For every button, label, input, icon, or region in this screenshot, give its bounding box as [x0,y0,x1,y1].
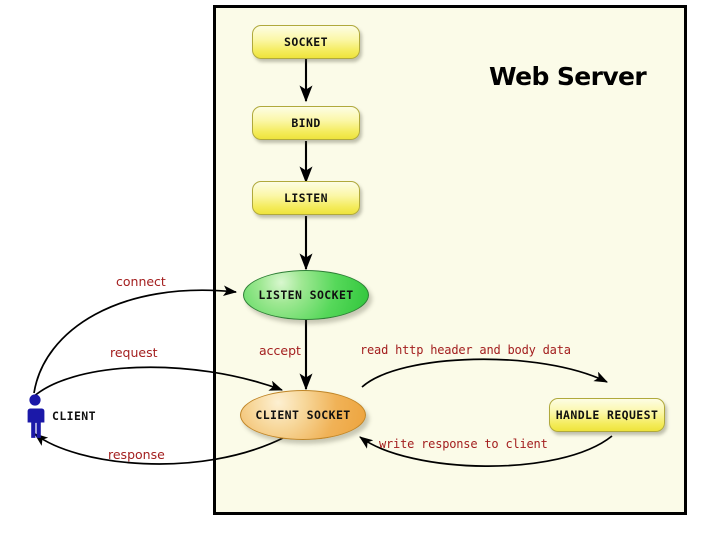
web-server-title: Web Server [489,62,647,91]
edge-connect [33,285,238,394]
node-listen-socket[interactable]: LISTEN SOCKET [243,270,369,320]
node-socket-label: SOCKET [284,35,328,49]
edge-label-connect: connect [116,274,166,289]
node-client-socket-label: CLIENT SOCKET [255,408,351,422]
edge-label-request: request [110,345,158,360]
node-client-socket[interactable]: CLIENT SOCKET [240,390,366,440]
edge-label-accept: accept [259,343,301,358]
node-handle-request-label: HANDLE REQUEST [555,408,659,422]
node-handle-request[interactable]: HANDLE REQUEST [549,398,665,432]
node-listen-socket-label: LISTEN SOCKET [258,288,354,302]
person-icon [27,394,45,438]
edge-label-write: write response to client [379,437,548,451]
node-bind[interactable]: BIND [252,106,360,140]
node-listen[interactable]: LISTEN [252,181,360,215]
edge-label-read: read http header and body data [360,343,571,357]
node-socket[interactable]: SOCKET [252,25,360,59]
edge-label-response: response [108,447,165,462]
client-label: CLIENT [52,409,96,423]
node-listen-label: LISTEN [284,191,328,205]
node-bind-label: BIND [291,116,321,130]
